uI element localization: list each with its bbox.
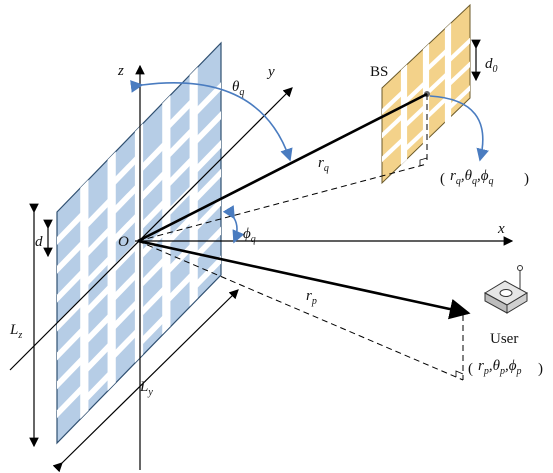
ray-r-p bbox=[137, 239, 471, 320]
bs-coordinates: ( rq,θq,ϕq ) bbox=[440, 168, 529, 187]
array-gap-row bbox=[166, 153, 194, 191]
label-Lz: Lz bbox=[9, 322, 22, 341]
Ly-dimension bbox=[52, 289, 239, 473]
array-gaps bbox=[57, 66, 221, 420]
phi-q-arc bbox=[222, 205, 245, 244]
bs-coords-lparen: ( bbox=[440, 171, 445, 187]
array-gap-row bbox=[382, 135, 404, 163]
user-coords-lparen: ( bbox=[468, 361, 473, 377]
bs-coords-arrow bbox=[429, 95, 489, 162]
array-gap-row bbox=[448, 61, 470, 88]
array-gap-row bbox=[193, 197, 221, 235]
right-angle-bs bbox=[419, 157, 428, 166]
array-gap-row bbox=[404, 126, 426, 154]
array-gap-row bbox=[84, 252, 112, 289]
bs-coords-text: rq,θq,ϕq bbox=[450, 168, 493, 187]
ray-r-q bbox=[137, 92, 428, 243]
label-y: y bbox=[266, 64, 275, 80]
label-user: User bbox=[490, 331, 518, 347]
label-r-p: rp bbox=[306, 288, 317, 307]
label-d0: d0 bbox=[485, 56, 498, 75]
array-gap-row bbox=[84, 194, 112, 232]
array-gap-row bbox=[193, 255, 221, 292]
array-gap-row bbox=[448, 85, 470, 112]
label-theta-q: θq bbox=[232, 79, 244, 98]
array-gap-row bbox=[139, 196, 167, 233]
array-gap-row bbox=[139, 167, 167, 204]
user-coordinates: ( rp,θp,ϕp ) bbox=[468, 358, 543, 377]
label-z: z bbox=[117, 63, 124, 79]
ris-array-panel bbox=[56, 41, 222, 445]
array-gap-row bbox=[426, 70, 448, 97]
bs-coords-rparen: ) bbox=[524, 171, 529, 187]
label-Ly: Ly bbox=[139, 379, 153, 398]
label-origin: O bbox=[118, 234, 129, 250]
projection-user bbox=[137, 240, 464, 381]
theta-q-arc bbox=[130, 80, 293, 162]
user-coords-text: rp,θp,ϕp bbox=[478, 358, 521, 377]
array-gap-row bbox=[426, 94, 448, 121]
array-gap-row bbox=[111, 181, 139, 218]
array-gap-row bbox=[57, 208, 85, 245]
label-bs: BS bbox=[370, 64, 388, 80]
user-coords-rparen: ) bbox=[538, 361, 543, 377]
array-gap-row bbox=[111, 210, 139, 247]
array-gap-row bbox=[193, 168, 221, 206]
array-gap-row bbox=[382, 88, 404, 115]
array-gap-row bbox=[404, 79, 426, 106]
label-d: d bbox=[35, 234, 43, 250]
array-gap-row bbox=[382, 111, 404, 139]
array-gap-row bbox=[404, 103, 426, 130]
array-gap-row bbox=[448, 37, 470, 65]
right-angle-user bbox=[455, 370, 464, 377]
array-gap-row bbox=[57, 237, 85, 274]
array-gap-row bbox=[84, 223, 112, 261]
bs-gaps bbox=[382, 22, 470, 166]
user-device-icon bbox=[483, 265, 529, 314]
label-phi-q: ϕq bbox=[243, 226, 256, 245]
array-gap-row bbox=[426, 46, 448, 74]
label-x: x bbox=[497, 221, 505, 237]
array-gap-row bbox=[139, 254, 167, 291]
label-r-q: rq bbox=[318, 155, 329, 174]
